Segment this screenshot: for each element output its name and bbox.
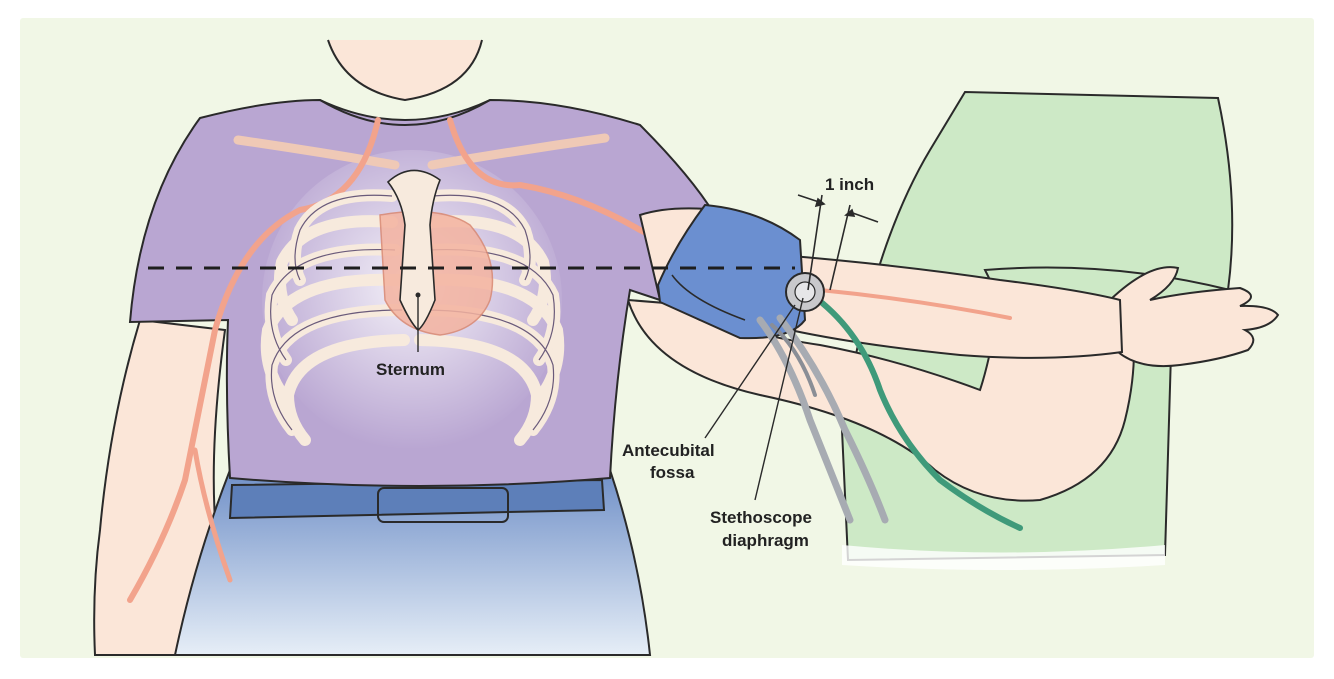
- sternum-dot: [416, 293, 421, 298]
- label-sternum: Sternum: [376, 360, 445, 379]
- label-stethoscope-line1: Stethoscope: [710, 508, 812, 527]
- label-antecubital-line1: Antecubital: [622, 441, 715, 460]
- stethoscope-diaphragm: [786, 273, 824, 311]
- label-stethoscope-line2: diaphragm: [722, 531, 809, 550]
- label-one-inch: 1 inch: [825, 175, 874, 194]
- label-antecubital-line2: fossa: [650, 463, 695, 482]
